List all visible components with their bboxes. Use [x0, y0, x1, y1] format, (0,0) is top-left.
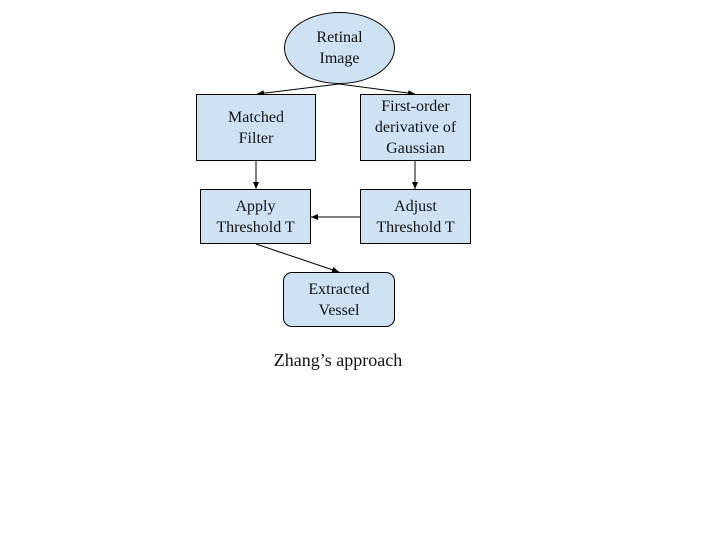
node-first-order-derivative-label: First-order derivative of Gaussian: [374, 98, 457, 157]
edge-retinal-to-matched: [256, 83, 340, 97]
node-matched-filter-label: Matched Filter: [228, 108, 284, 147]
node-retinal-image-label: Retinal Image: [316, 29, 363, 67]
edge-apply-to-extracted: [255, 243, 340, 273]
node-extracted-vessel-label: Extracted Vessel: [308, 280, 370, 319]
diagram-caption: Zhang’s approach: [273, 350, 403, 370]
node-matched-filter: Matched Filter: [196, 94, 316, 161]
node-retinal-image: Retinal Image: [284, 12, 395, 84]
node-adjust-threshold: Adjust Threshold T: [360, 189, 471, 244]
node-adjust-threshold-label: Adjust Threshold T: [376, 197, 455, 236]
node-first-order-derivative: First-order derivative of Gaussian: [360, 94, 471, 161]
node-extracted-vessel: Extracted Vessel: [283, 272, 395, 327]
node-apply-threshold: Apply Threshold T: [200, 189, 311, 244]
node-apply-threshold-label: Apply Threshold T: [216, 197, 295, 236]
edge-retinal-to-firstorder: [338, 83, 416, 97]
